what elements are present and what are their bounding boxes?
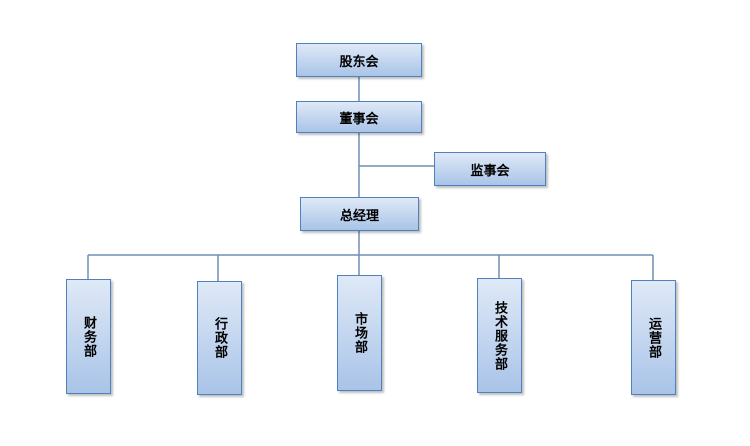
node-operations-label: 运营部 [646, 316, 661, 359]
node-market: 市场部 [337, 275, 382, 391]
node-supervisors: 监事会 [434, 152, 546, 186]
node-admin: 行政部 [197, 281, 242, 395]
node-board-label: 董事会 [339, 111, 379, 127]
node-tech-service: 技术服务部 [477, 278, 522, 393]
node-shareholders: 股东会 [296, 43, 422, 77]
node-operations: 运营部 [631, 280, 676, 395]
node-gm-label: 总经理 [339, 208, 379, 224]
node-admin-label: 行政部 [212, 317, 227, 359]
node-market-label: 市场部 [352, 312, 367, 354]
node-gm: 总经理 [300, 197, 419, 231]
node-finance: 财务部 [66, 279, 111, 394]
node-shareholders-label: 股东会 [339, 54, 379, 70]
node-board: 董事会 [296, 101, 422, 133]
node-finance-label: 财务部 [81, 315, 96, 358]
node-tech-service-label: 技术服务部 [492, 300, 507, 371]
node-supervisors-label: 监事会 [470, 163, 510, 179]
